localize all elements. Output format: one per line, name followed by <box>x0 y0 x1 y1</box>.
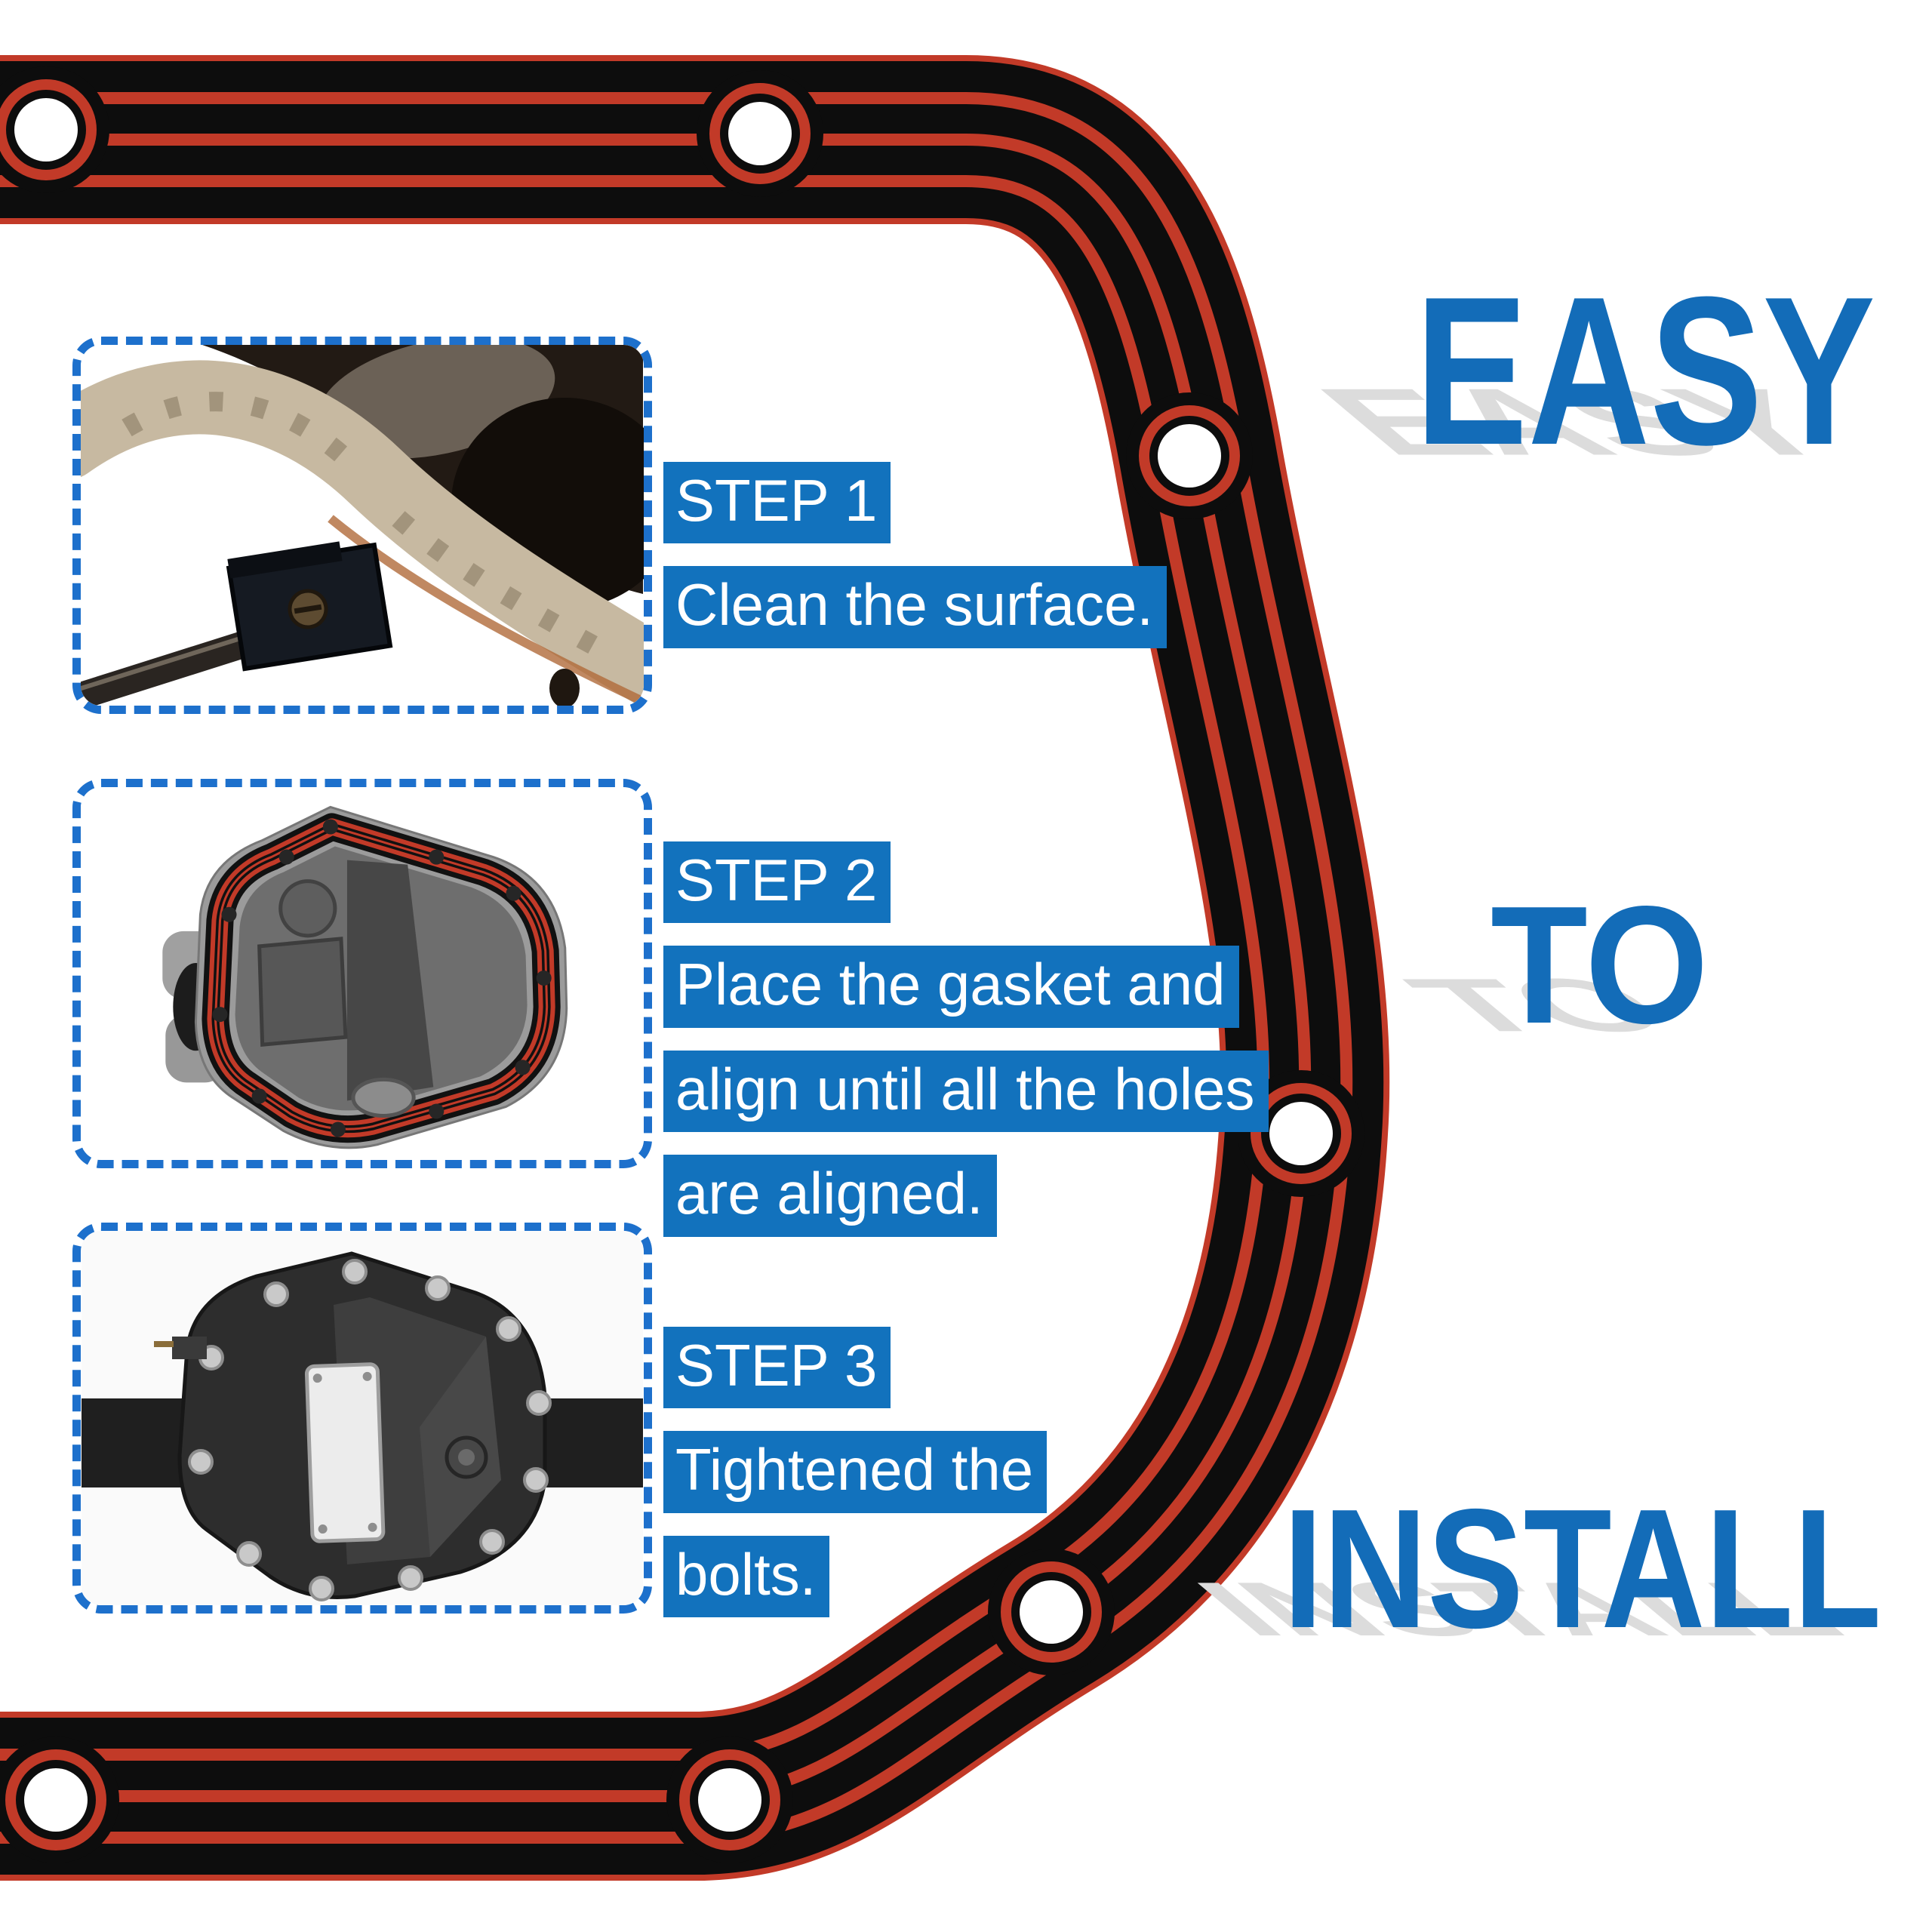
breather-fitting <box>154 1337 207 1359</box>
cover-lower-port <box>351 1077 416 1118</box>
gasket-on-cover <box>202 813 561 1143</box>
step2-callout: STEP 2 Place the gasket and align until … <box>663 841 1269 1260</box>
step3-callout: STEP 3 Tightened the bolts. <box>663 1327 1048 1640</box>
bolt-hole <box>697 70 823 197</box>
heading-to-text: TO <box>1491 872 1709 1059</box>
step3-line: bolts. <box>663 1535 830 1618</box>
scraper-handle-highlight <box>81 634 248 691</box>
tighten-bolts-illustration <box>82 1231 643 1605</box>
bolt-hole <box>1126 392 1253 519</box>
heading-easy-text: EASY <box>1415 254 1875 489</box>
bolt-hole <box>0 66 109 193</box>
step1-line: Clean the surface. <box>663 566 1168 648</box>
step2-line: are aligned. <box>663 1155 997 1237</box>
heading-easy: EASY EASY <box>1285 254 1932 489</box>
bolt-hole <box>0 1737 119 1863</box>
step3-photo-tighten-bolts <box>72 1223 652 1614</box>
step1-callout: STEP 1 Clean the surface. <box>663 462 1168 671</box>
cover-bolt-holes <box>212 819 552 1137</box>
cover-boss <box>278 879 337 938</box>
scraper-handle <box>81 627 269 706</box>
gasket-bolt-holes <box>0 66 1364 1863</box>
step2-line: Place the gasket and <box>663 946 1239 1028</box>
step1-photo-clean-surface <box>72 337 652 714</box>
cover-center-ridge <box>346 860 434 1101</box>
fill-plug-center <box>458 1449 475 1466</box>
step3-label: STEP 3 <box>663 1327 891 1409</box>
heading-install: INSTALL INSTALL <box>1168 1473 1932 1663</box>
cover-pocket-left <box>257 937 348 1047</box>
bolt-hole <box>988 1549 1115 1675</box>
step1-label: STEP 1 <box>663 462 891 544</box>
step2-photo-place-gasket <box>72 779 652 1168</box>
cover-bolts <box>188 1259 552 1601</box>
heading-to: TO TO <box>1381 872 1720 1059</box>
step2-line: align until all the holes <box>663 1050 1269 1133</box>
step3-line: Tightened the <box>663 1431 1048 1513</box>
id-plate <box>304 1362 386 1543</box>
clean-surface-illustration <box>81 345 644 706</box>
scraper-blade <box>226 541 393 672</box>
flange-bolt-hole <box>549 669 580 706</box>
bolt-hole <box>666 1737 793 1863</box>
step2-label: STEP 2 <box>663 841 891 924</box>
place-gasket-illustration <box>81 787 644 1160</box>
bolt-hole <box>1238 1070 1364 1197</box>
heading-install-text: INSTALL <box>1283 1473 1882 1663</box>
